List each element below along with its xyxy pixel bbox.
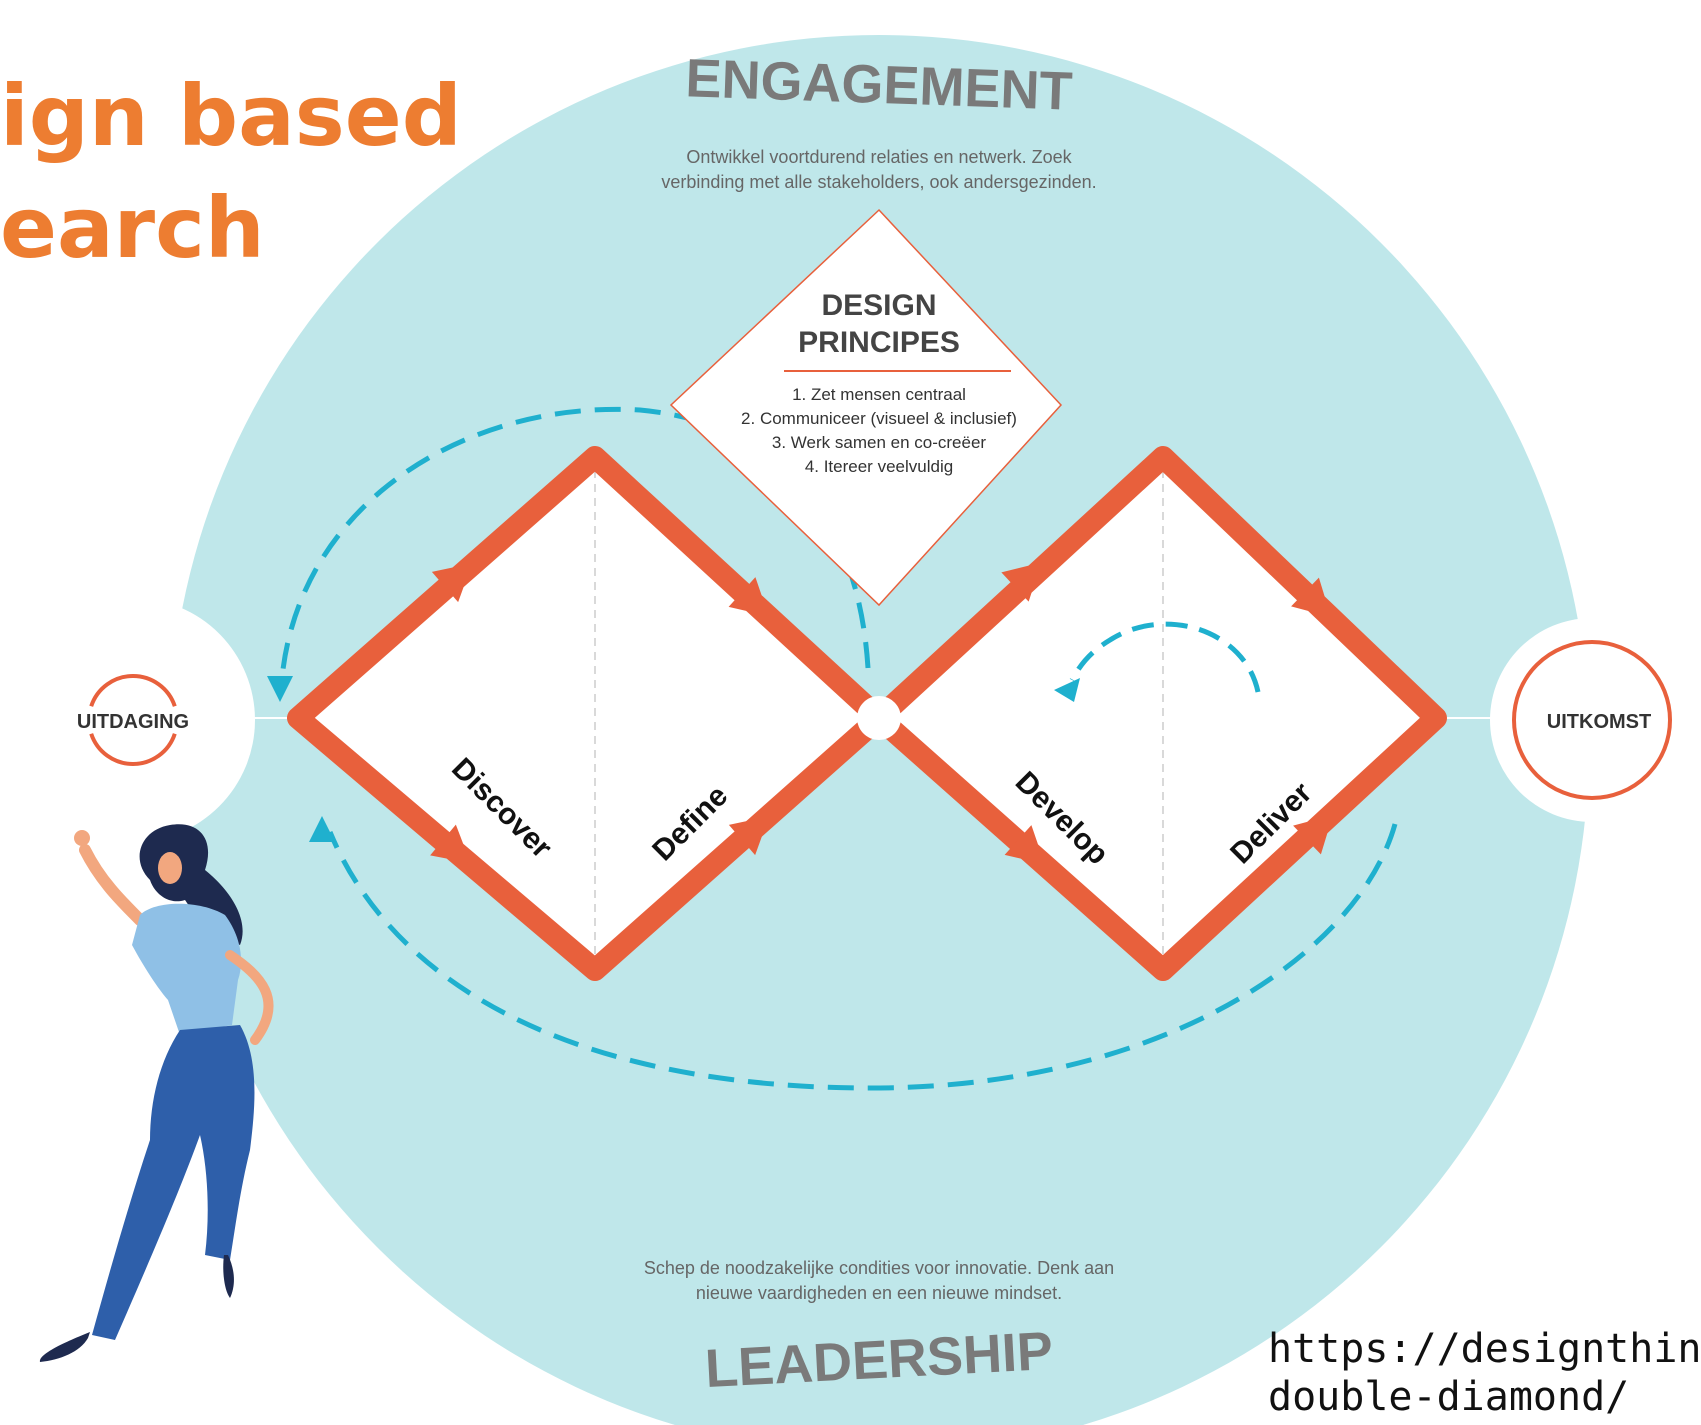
arrow-right-icon — [728, 577, 769, 617]
principles-heading-1: DESIGN — [821, 289, 936, 322]
arrow-right-icon — [431, 563, 473, 603]
engagement-text-1: Ontwikkel voortdurend relaties en netwer… — [686, 147, 1072, 167]
end-node: UITKOMST — [1490, 618, 1694, 822]
principle-item: 3. Werk samen en co-creëer — [772, 433, 986, 452]
source-link[interactable]: https://designthinki double-diamond/ — [1268, 1325, 1701, 1421]
arrow-right-icon — [1293, 814, 1333, 855]
arrow-left-icon — [1054, 678, 1080, 702]
cycle-arrow-icon — [1069, 621, 1261, 693]
arrow-down-icon — [267, 676, 293, 702]
principle-item: 4. Itereer veelvuldig — [805, 457, 953, 476]
engagement-text-2: verbinding met alle stakeholders, ook an… — [661, 172, 1096, 192]
arrow-right-icon — [430, 824, 471, 864]
arrow-right-icon — [1004, 825, 1045, 865]
slide-title-line: earch — [0, 179, 265, 277]
diamond-right-outline — [868, 446, 1447, 981]
slide-title: ign based earch — [0, 60, 462, 284]
design-principles-card: DESIGN PRINCIPES 1. Zet mensen centraal … — [669, 208, 1063, 607]
end-label: UITKOMST — [1547, 711, 1651, 733]
leadership-text-1: Schep de noodzakelijke condities voor in… — [644, 1258, 1114, 1278]
slide-title-line: ign based — [0, 67, 462, 165]
arrow-up-icon — [309, 816, 335, 842]
principles-heading-2: PRINCIPES — [798, 326, 960, 359]
arrow-right-icon — [1291, 577, 1331, 618]
feedback-arc-bottom — [327, 823, 1398, 1091]
arrow-right-icon — [1001, 562, 1042, 602]
principle-item: 1. Zet mensen centraal — [792, 385, 966, 404]
engagement-label: ENGAGEMENT — [685, 48, 1074, 121]
start-node: UITDAGING — [11, 598, 255, 842]
leadership-text-2: nieuwe vaardigheden en een nieuwe mindse… — [696, 1283, 1062, 1303]
arrow-right-icon — [728, 816, 770, 856]
source-link-line[interactable]: double-diamond/ — [1268, 1374, 1630, 1420]
principle-item: 2. Communiceer (visueel & inclusief) — [741, 409, 1017, 428]
center-node — [857, 696, 901, 740]
person-illustration — [39, 824, 274, 1362]
source-link-line[interactable]: https://designthinki — [1268, 1326, 1701, 1372]
start-label: UITDAGING — [77, 711, 189, 733]
